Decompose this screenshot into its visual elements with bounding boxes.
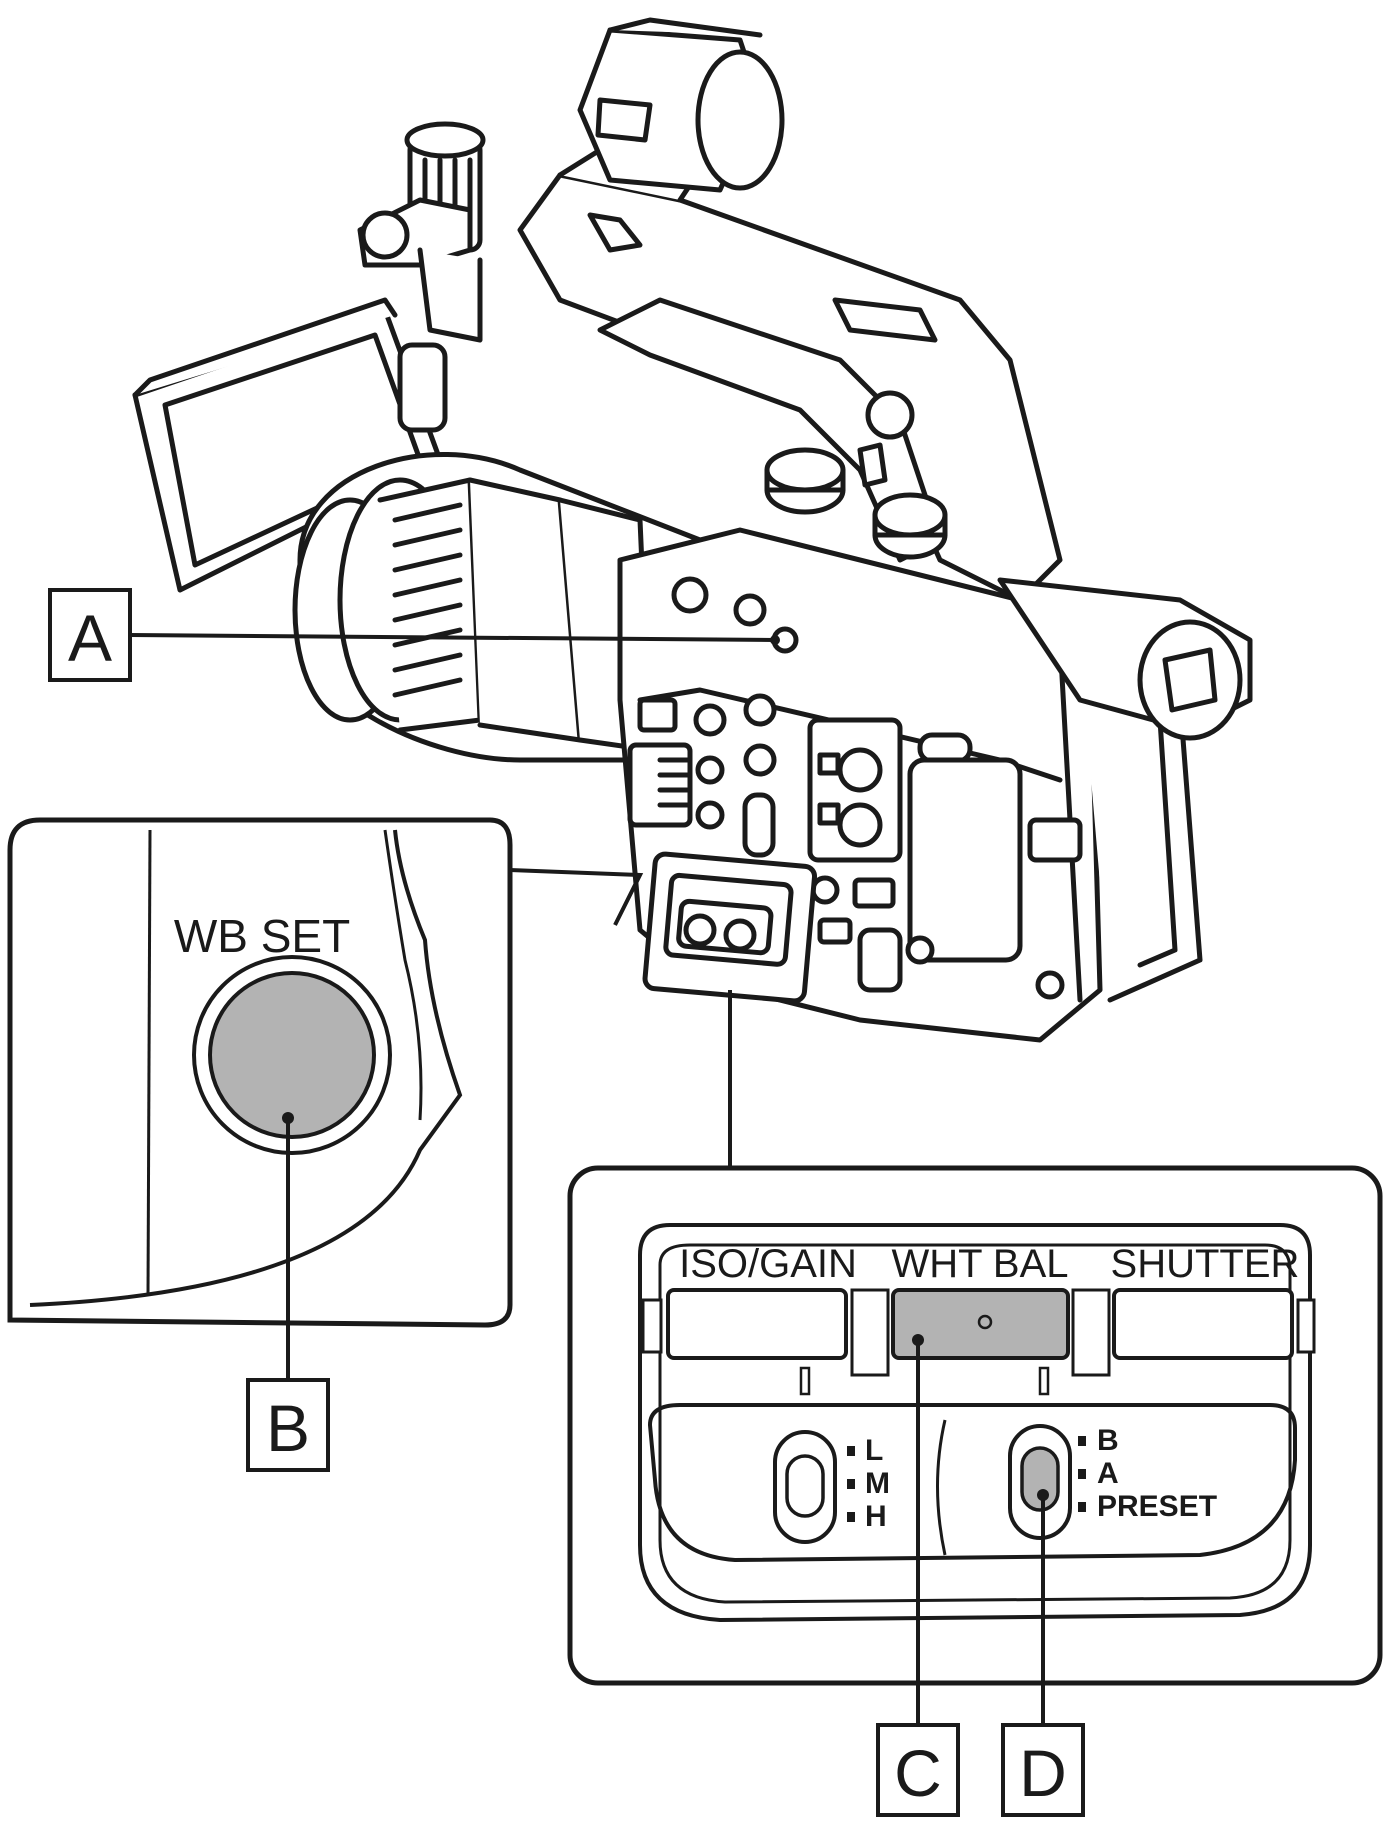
callout-label-d: D (1019, 1736, 1067, 1810)
body-contour-inner (383, 829, 423, 1121)
wb-mark-a (1078, 1469, 1086, 1479)
gain-position-l: L (865, 1434, 883, 1467)
divider-right (1071, 1288, 1111, 1377)
callout-label-a: A (68, 601, 112, 675)
iso-gain-label: ISO/GAIN (679, 1242, 857, 1286)
wb-set-label: WB SET (174, 910, 350, 962)
callout-box-a (48, 588, 132, 682)
divider-left (850, 1288, 890, 1377)
panel-side-tab-right (1296, 1298, 1316, 1354)
lcd-monitor (132, 297, 448, 593)
wb-mark-preset (1078, 1502, 1086, 1512)
shutter-button (1112, 1288, 1294, 1360)
shutter-label: SHUTTER (1111, 1242, 1300, 1286)
panel-edge-line (146, 829, 152, 1296)
wb-position-preset: PRESET (1097, 1490, 1217, 1523)
callout-label-b: B (266, 1391, 310, 1465)
body-contour-outer (29, 829, 463, 1307)
leader-dot-a (770, 635, 780, 645)
callout-box-c (876, 1723, 960, 1817)
handle-knob (357, 121, 486, 343)
inset-pointer-left (509, 868, 644, 926)
switch-bay (647, 1403, 1297, 1563)
wb-position-a: A (1097, 1457, 1119, 1490)
panel-outer (638, 1223, 1312, 1623)
wht-bal-dot (977, 1314, 993, 1330)
wb-position-b: B (1097, 1424, 1119, 1457)
callout-a-group: A (48, 588, 780, 682)
callout-label-c: C (894, 1736, 942, 1810)
microphone-holder (577, 17, 785, 193)
gain-mark-h (847, 1512, 855, 1522)
wb-mark-b (1078, 1436, 1086, 1446)
leader-line-a (129, 633, 776, 642)
callout-box-d (1001, 1723, 1085, 1817)
switch-bay-divider (936, 1419, 947, 1556)
camera-body (617, 390, 1253, 1043)
gain-position-h: H (865, 1500, 887, 1533)
callout-box-b (246, 1378, 330, 1472)
wb-set-button (208, 971, 376, 1139)
index-mark-right (1038, 1366, 1050, 1396)
leader-dot-b (282, 1112, 294, 1124)
panel-side-tab-left (641, 1298, 663, 1354)
leader-dot-c (912, 1334, 924, 1346)
gain-mark-m (847, 1479, 855, 1489)
switch-panel-inset: ISO/GAIN WHT BAL SHUTTER L M H B (567, 990, 1383, 1817)
camcorder-illustration (132, 17, 1253, 1043)
leader-dot-d (1037, 1489, 1049, 1501)
index-mark-left (799, 1366, 811, 1396)
wb-set-inset: WB SET B (7, 817, 644, 1472)
panel-inner (658, 1243, 1292, 1604)
gain-mark-l (847, 1446, 855, 1456)
gain-position-m: M (865, 1467, 890, 1500)
gain-switch-lever (785, 1454, 825, 1518)
wb-switch-lever (1020, 1446, 1060, 1512)
wht-bal-label: WHT BAL (891, 1242, 1068, 1286)
iso-gain-button (666, 1288, 848, 1360)
